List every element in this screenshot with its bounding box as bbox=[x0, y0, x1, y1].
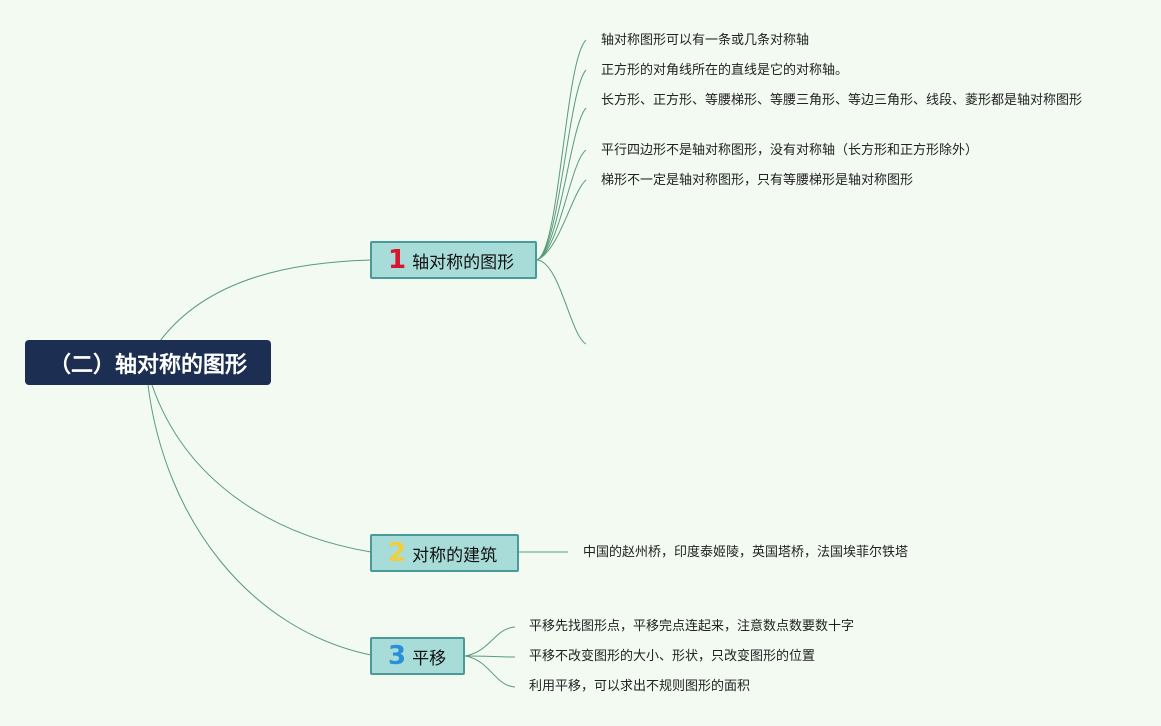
topic-1-item-1[interactable]: 轴对称图形可以有一条或几条对称轴 bbox=[601, 33, 810, 48]
topic-3[interactable]: 3 平移 bbox=[370, 637, 465, 675]
topic-2-item-1[interactable]: 中国的赵州桥，印度泰姬陵，英国塔桥，法国埃菲尔铁塔 bbox=[583, 545, 909, 560]
connector-t3-item-2 bbox=[464, 655, 516, 658]
topic-1-item-3[interactable]: 长方形、正方形、等腰梯形、等腰三角形、等边三角形、线段、菱形都是轴对称图形 bbox=[601, 93, 1083, 108]
topic-1[interactable]: 1 轴对称的图形 bbox=[370, 241, 537, 279]
root-topic-title: （二）轴对称的图形 bbox=[48, 352, 247, 378]
connector-t1-item-6 bbox=[536, 259, 587, 345]
topic-2-number-icon: 2 bbox=[388, 538, 407, 568]
topic-1-item-2[interactable]: 正方形的对角线所在的直线是它的对称轴。 bbox=[601, 63, 849, 78]
connector-t3-item-3 bbox=[464, 655, 516, 688]
connector-t1-item-3 bbox=[536, 107, 587, 261]
topic-1-number-icon: 1 bbox=[388, 245, 407, 275]
root-topic[interactable]: （二）轴对称的图形 bbox=[25, 340, 271, 385]
connector-t1-item-1 bbox=[536, 39, 587, 261]
topic-3-item-1[interactable]: 平移先找图形点，平移完点连起来，注意数点数要数十字 bbox=[529, 619, 855, 634]
topic-1-item-5[interactable]: 梯形不一定是轴对称图形，只有等腰梯形是轴对称图形 bbox=[601, 173, 914, 188]
topic-3-number-icon: 3 bbox=[388, 641, 407, 671]
connector-t1-item-4 bbox=[536, 149, 587, 261]
topic-1-item-4[interactable]: 平行四边形不是轴对称图形，没有对称轴（长方形和正方形除外） bbox=[601, 143, 979, 158]
topic-2-title: 对称的建筑 bbox=[412, 545, 498, 566]
connector-t1-item-5 bbox=[536, 179, 587, 261]
connector-root-topic-1 bbox=[159, 259, 372, 342]
connector-t3-item-1 bbox=[464, 626, 516, 657]
topic-3-item-3[interactable]: 利用平移，可以求出不规则图形的面积 bbox=[529, 679, 751, 694]
topic-2[interactable]: 2 对称的建筑 bbox=[370, 534, 519, 572]
connector-root-topic-2 bbox=[151, 384, 372, 553]
topic-3-title: 平移 bbox=[412, 648, 447, 669]
connector-root-topic-3 bbox=[147, 384, 372, 656]
connector-t1-item-2 bbox=[536, 69, 587, 261]
topic-1-title: 轴对称的图形 bbox=[412, 252, 515, 273]
topic-3-item-2[interactable]: 平移不改变图形的大小、形状，只改变图形的位置 bbox=[529, 649, 816, 664]
